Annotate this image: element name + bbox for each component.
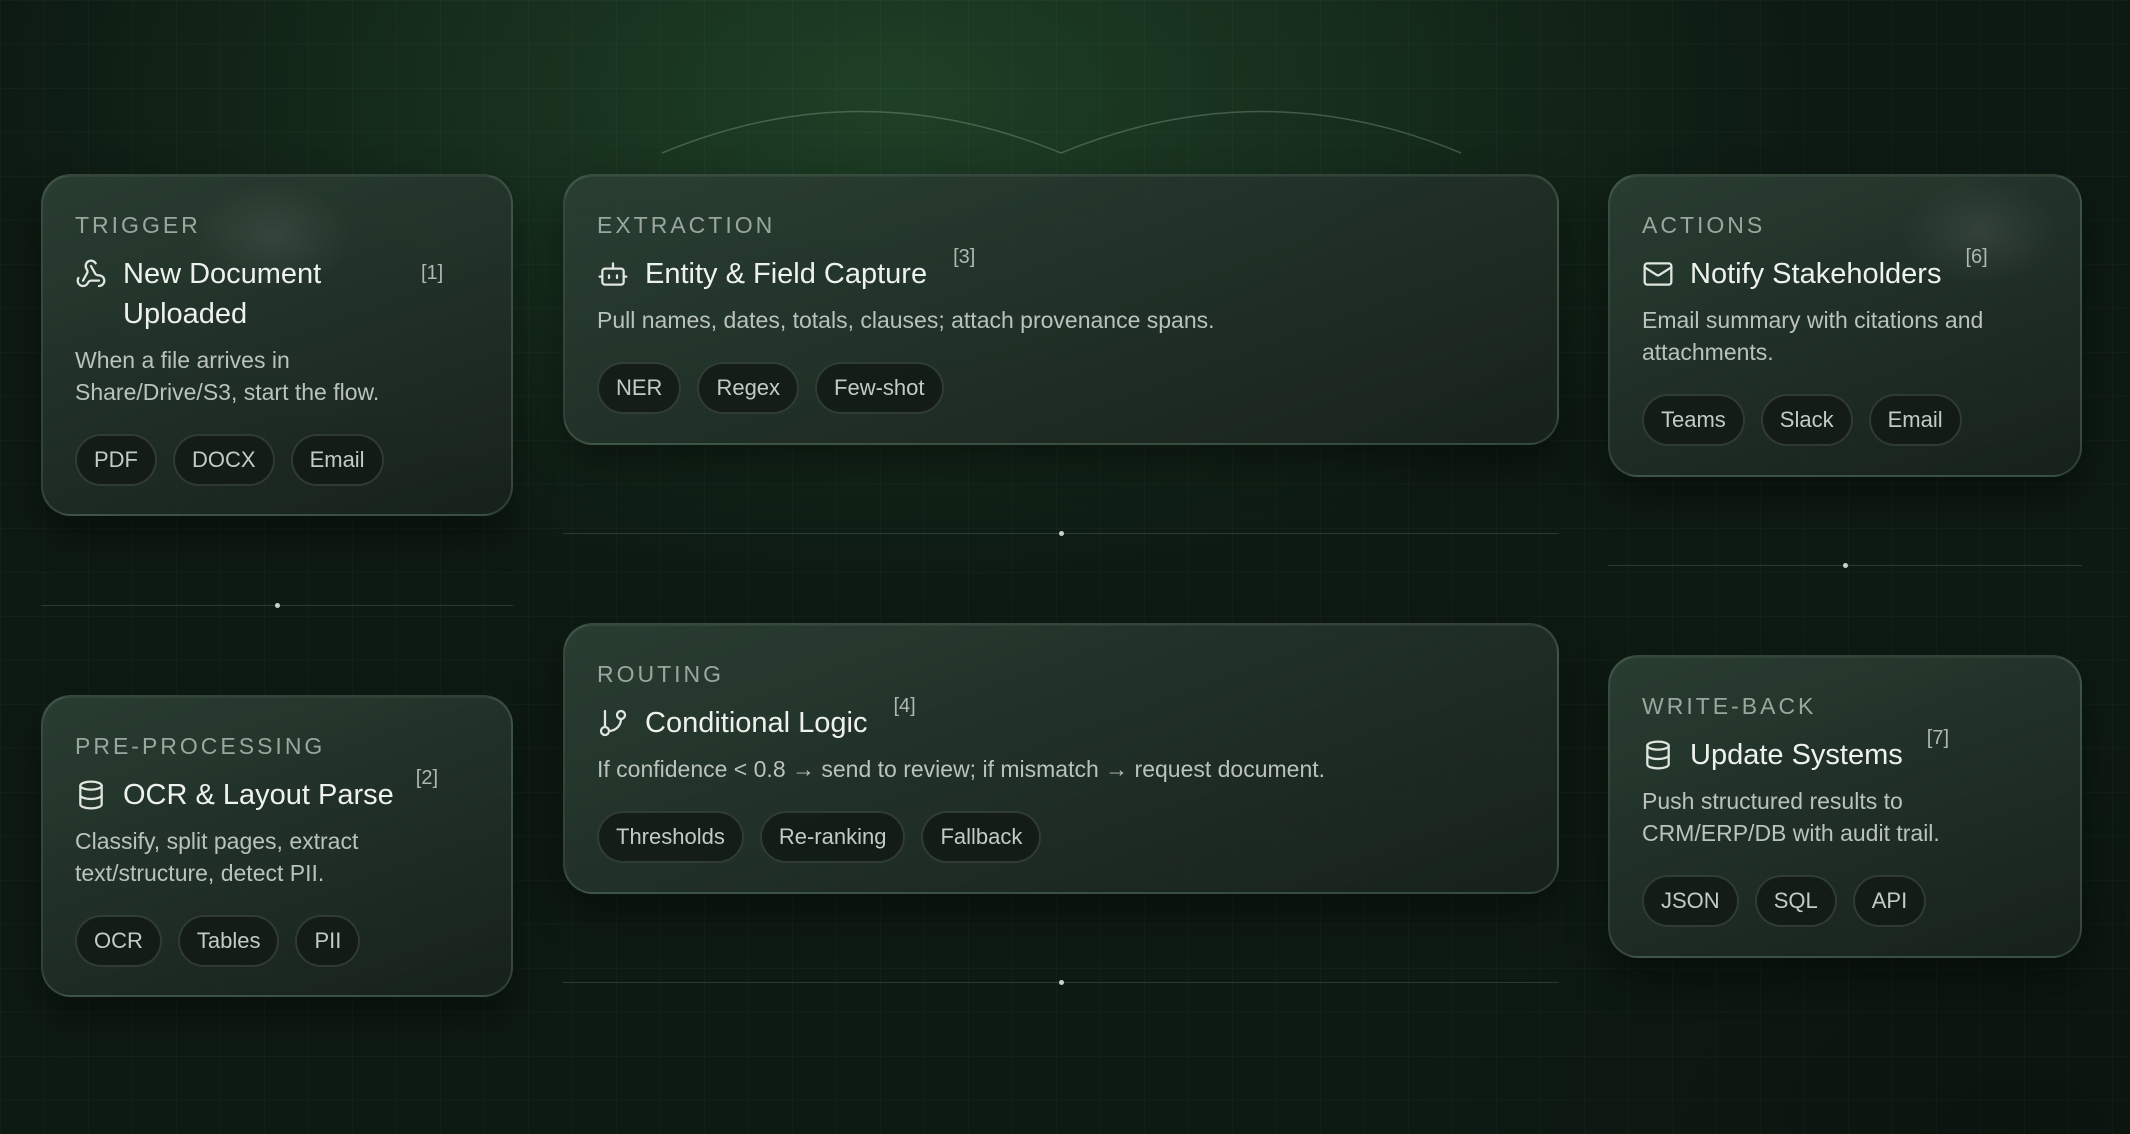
card-title: Conditional Logic bbox=[645, 707, 868, 739]
card-title-row: OCR & Layout Parse [2] bbox=[75, 767, 479, 815]
connector-arc-right bbox=[1060, 110, 1462, 154]
card-reference: [1] bbox=[421, 262, 444, 284]
tag[interactable]: Regex bbox=[697, 362, 800, 414]
connector-arc-left bbox=[661, 110, 1062, 154]
card-title-row: Entity & Field Capture [3] bbox=[597, 246, 1525, 294]
card-title-row: Conditional Logic [4] bbox=[597, 695, 1525, 743]
trigger-card[interactable]: TRIGGER New Document Uploaded [1] When a… bbox=[41, 174, 513, 516]
connector-arcs bbox=[661, 110, 1462, 154]
card-description: Push structured results to CRM/ERP/DB wi… bbox=[1642, 788, 1940, 846]
connector-dot-center-top bbox=[1059, 531, 1064, 536]
tag[interactable]: API bbox=[1852, 875, 1927, 927]
tag[interactable]: Slack bbox=[1760, 394, 1853, 446]
tag[interactable]: NER bbox=[597, 362, 682, 414]
tag[interactable]: Re-ranking bbox=[759, 811, 906, 863]
card-description: If confidence < 0.8 → send to review; if… bbox=[597, 756, 1326, 782]
connector-dot-center-bottom bbox=[1059, 980, 1064, 985]
mail-icon bbox=[1642, 258, 1674, 290]
writeback-card[interactable]: WRITE-BACK Update Systems [7] Push struc… bbox=[1608, 655, 2082, 958]
tag-list: JSON SQL API bbox=[1642, 875, 1927, 927]
card-description: Pull names, dates, totals, clauses; atta… bbox=[597, 307, 1215, 333]
database-icon bbox=[1642, 739, 1674, 771]
tag[interactable]: SQL bbox=[1754, 875, 1837, 927]
card-reference: [4] bbox=[893, 695, 916, 717]
card-category: TRIGGER bbox=[75, 212, 201, 238]
card-title: OCR & Layout Parse bbox=[123, 779, 394, 811]
card-title: New Document Uploaded bbox=[123, 258, 322, 330]
connector-dot-right bbox=[1843, 563, 1848, 568]
card-title-row: Notify Stakeholders [6] bbox=[1642, 246, 2048, 294]
card-category: EXTRACTION bbox=[597, 212, 776, 238]
tag[interactable]: OCR bbox=[75, 915, 162, 967]
card-description: Email summary with citations and attachm… bbox=[1642, 307, 1984, 365]
card-category: PRE-PROCESSING bbox=[75, 733, 326, 759]
card-title: Entity & Field Capture bbox=[645, 258, 928, 290]
card-title: Update Systems bbox=[1690, 739, 1903, 771]
tag-list: Thresholds Re-ranking Fallback bbox=[597, 811, 1042, 863]
card-category: WRITE-BACK bbox=[1642, 693, 1817, 719]
routing-card[interactable]: ROUTING Conditional Logic [4] If confide… bbox=[563, 623, 1559, 894]
tag-list: OCR Tables PII bbox=[75, 915, 361, 967]
tag-list: Teams Slack Email bbox=[1642, 394, 1962, 446]
tag-list: NER Regex Few-shot bbox=[597, 362, 944, 414]
tag[interactable]: Few-shot bbox=[815, 362, 944, 414]
tag[interactable]: Email bbox=[1868, 394, 1962, 446]
card-reference: [2] bbox=[415, 767, 439, 789]
tag[interactable]: Thresholds bbox=[597, 811, 744, 863]
tag-list: PDF DOCX Email bbox=[75, 434, 384, 486]
tag[interactable]: PDF bbox=[75, 434, 157, 486]
tag[interactable]: Teams bbox=[1642, 394, 1745, 446]
preprocessing-card[interactable]: PRE-PROCESSING OCR & Layout Parse [2] Cl… bbox=[41, 695, 513, 997]
card-reference: [7] bbox=[1926, 727, 1950, 749]
card-description: Classify, split pages, extract text/stru… bbox=[75, 828, 359, 886]
bot-icon bbox=[597, 258, 629, 290]
tag[interactable]: PII bbox=[295, 915, 361, 967]
card-title-row: New Document Uploaded [1] bbox=[75, 254, 479, 334]
webhook-icon bbox=[75, 258, 107, 290]
card-category: ROUTING bbox=[597, 661, 725, 687]
card-title: Notify Stakeholders bbox=[1690, 258, 1942, 290]
tag[interactable]: Fallback bbox=[921, 811, 1042, 863]
extraction-card[interactable]: EXTRACTION Entity & Field Capture [3] Pu… bbox=[563, 174, 1559, 445]
tag[interactable]: Email bbox=[290, 434, 384, 486]
card-reference: [3] bbox=[953, 246, 976, 268]
card-description: When a file arrives in Share/Drive/S3, s… bbox=[75, 347, 380, 405]
card-title-row: Update Systems [7] bbox=[1642, 727, 2048, 775]
database-icon bbox=[75, 779, 107, 811]
card-reference: [6] bbox=[1965, 246, 1988, 268]
actions-card[interactable]: ACTIONS Notify Stakeholders [6] Email su… bbox=[1608, 174, 2082, 477]
tag[interactable]: Tables bbox=[177, 915, 280, 967]
tag[interactable]: DOCX bbox=[173, 434, 275, 486]
card-category: ACTIONS bbox=[1642, 212, 1766, 238]
git-branch-icon bbox=[597, 707, 629, 739]
tag[interactable]: JSON bbox=[1642, 875, 1739, 927]
connector-dot-left bbox=[275, 603, 280, 608]
